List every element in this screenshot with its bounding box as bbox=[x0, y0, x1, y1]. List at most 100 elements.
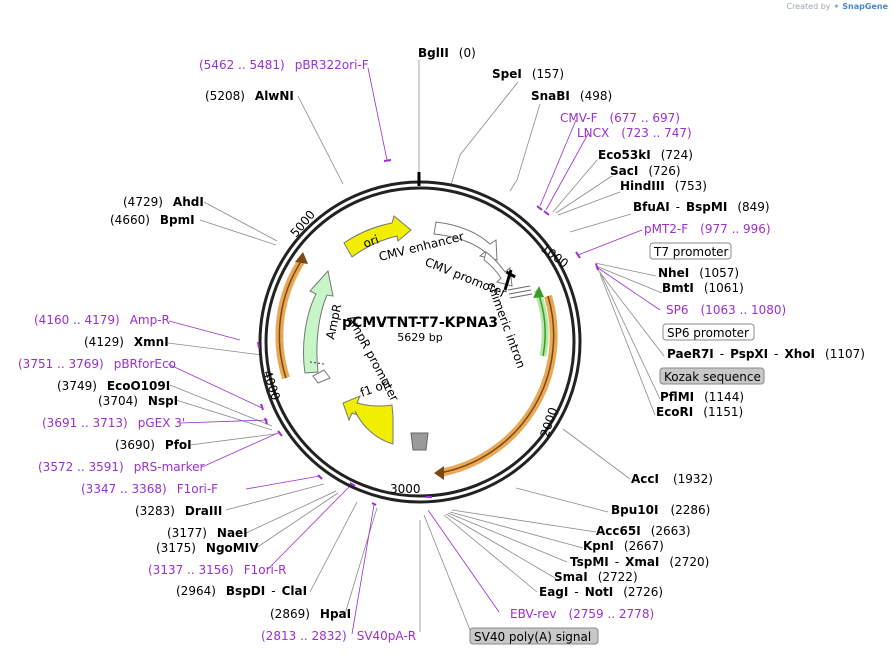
primer-pmt2-f: pMT2-F bbox=[644, 222, 688, 236]
svg-text:(3751 .. 3769)pBRforEco: (3751 .. 3769)pBRforEco bbox=[18, 357, 176, 371]
plasmid-name: pCMVTNT-T7-KPNA3 bbox=[342, 315, 498, 331]
svg-text:(4660)BpmI: (4660)BpmI bbox=[110, 213, 195, 227]
site-bmtI: BmtI bbox=[662, 281, 694, 295]
site-tspMI: TspMI bbox=[570, 555, 609, 569]
ampr-promoter-arrow bbox=[312, 369, 331, 384]
sv40-polya-marker bbox=[410, 432, 429, 451]
site-pflMI: PflMI bbox=[660, 390, 694, 404]
svg-text:(3177)NaeI: (3177)NaeI bbox=[167, 526, 248, 540]
site-snaBI: SnaBI bbox=[531, 89, 570, 103]
boxed-labels: T7 promoter SP6 promoter Kozak sequence … bbox=[469, 242, 765, 645]
svg-text:(2869)HpaI: (2869)HpaI bbox=[270, 607, 351, 621]
primer-pgex3: pGEX 3' bbox=[138, 416, 185, 430]
primer-lncx: LNCX bbox=[577, 126, 609, 140]
svg-text:PaeR7I-PspXI-XhoI(1107): PaeR7I-PspXI-XhoI(1107) bbox=[667, 347, 865, 361]
site-alwNI: AlwNI bbox=[255, 89, 294, 103]
svg-text:(3347 .. 3368)F1ori-F: (3347 .. 3368)F1ori-F bbox=[81, 482, 218, 496]
box-t7-promoter: T7 promoter bbox=[653, 245, 729, 259]
site-labels: BglII(0) SpeI(157) SnaBI(498) Eco53kI(72… bbox=[57, 46, 865, 621]
svg-text:(3704)NspI: (3704)NspI bbox=[98, 394, 178, 408]
primer-cmv-f: CMV-F bbox=[560, 111, 598, 125]
primer-leader-lines bbox=[167, 67, 661, 635]
primer-sp6: SP6 bbox=[666, 303, 689, 317]
box-sp6-promoter: SP6 promoter bbox=[667, 326, 749, 340]
svg-text:(4160 .. 4179)Amp-R: (4160 .. 4179)Amp-R bbox=[34, 313, 170, 327]
primer-pbrforeco: pBRforEco bbox=[114, 357, 176, 371]
tick-3000: 3000 bbox=[390, 482, 421, 496]
site-ngoMIV: NgoMIV bbox=[206, 541, 259, 555]
site-eco53kI: Eco53kI bbox=[598, 148, 651, 162]
site-sacI: SacI bbox=[610, 164, 638, 178]
svg-text:EBV-rev(2759 .. 2778): EBV-rev(2759 .. 2778) bbox=[510, 607, 654, 621]
svg-text:(3690)PfoI: (3690)PfoI bbox=[115, 438, 192, 452]
site-paeR7I: PaeR7I bbox=[667, 347, 714, 361]
site-pfoI: PfoI bbox=[165, 438, 192, 452]
svg-text:SP6(1063 .. 1080): SP6(1063 .. 1080) bbox=[666, 303, 786, 317]
snapgene-credit: Created by ✦ SnapGene bbox=[786, 2, 888, 11]
site-bpu10I: Bpu10I bbox=[611, 503, 658, 517]
svg-text:(5462 .. 5481)pBR322ori-F: (5462 .. 5481)pBR322ori-F bbox=[199, 58, 369, 72]
site-ahdI: AhdI bbox=[173, 195, 204, 209]
svg-text:KpnI(2667): KpnI(2667) bbox=[583, 539, 664, 553]
svg-text:NheI(1057): NheI(1057) bbox=[658, 266, 739, 280]
site-naeI: NaeI bbox=[217, 526, 248, 540]
svg-text:LNCX(723 .. 747): LNCX(723 .. 747) bbox=[577, 126, 692, 140]
svg-text:(4729)AhdI: (4729)AhdI bbox=[123, 195, 204, 209]
box-kozak: Kozak sequence bbox=[664, 370, 761, 384]
svg-text:PflMI(1144): PflMI(1144) bbox=[660, 390, 744, 404]
tick-4000: 4000 bbox=[260, 369, 283, 402]
features: ori CMV enhancer CMV promoter chimeric i… bbox=[275, 215, 558, 480]
svg-text:SnaBI(498): SnaBI(498) bbox=[531, 89, 612, 103]
site-ecoO109I: EcoO109I bbox=[107, 379, 170, 393]
site-bpmI: BpmI bbox=[160, 213, 195, 227]
plasmid-size: 5629 bp bbox=[397, 331, 442, 344]
site-kpnI: KpnI bbox=[583, 539, 614, 553]
leader-lines bbox=[167, 60, 665, 615]
svg-text:(3572 .. 3591)pRS-marker: (3572 .. 3591)pRS-marker bbox=[38, 460, 204, 474]
primer-marks bbox=[257, 159, 599, 506]
svg-text:(3691 .. 3713)pGEX 3': (3691 .. 3713)pGEX 3' bbox=[42, 416, 185, 430]
svg-text:Acc65I(2663): Acc65I(2663) bbox=[596, 524, 691, 538]
site-eagI: EagI bbox=[539, 585, 568, 599]
site-xmnI: XmnI bbox=[134, 335, 169, 349]
svg-text:SpeI(157): SpeI(157) bbox=[492, 67, 564, 81]
cmv-promoter-arrow bbox=[483, 251, 513, 287]
svg-text:AccI(1932): AccI(1932) bbox=[631, 472, 713, 486]
primer-prs-marker: pRS-marker bbox=[134, 460, 205, 474]
svg-text:CMV-F(677 .. 697): CMV-F(677 .. 697) bbox=[560, 111, 680, 125]
primer-labels: (5462 .. 5481)pBR322ori-F CMV-F(677 .. 6… bbox=[18, 58, 786, 643]
svg-text:BmtI(1061): BmtI(1061) bbox=[662, 281, 744, 295]
site-bspDI: BspDI bbox=[226, 584, 265, 598]
box-sv40-polya: SV40 poly(A) signal bbox=[474, 630, 591, 644]
svg-text:(3175)NgoMIV: (3175)NgoMIV bbox=[156, 541, 259, 555]
site-bfuAI: BfuAI bbox=[633, 200, 670, 214]
site-hpaI: HpaI bbox=[320, 607, 351, 621]
site-draIII: DraIII bbox=[185, 504, 222, 518]
svg-text:(3283)DraIII: (3283)DraIII bbox=[135, 504, 222, 518]
site-nspI: NspI bbox=[148, 394, 178, 408]
credit-prefix: Created by bbox=[786, 2, 831, 11]
site-hindIII: HindIII bbox=[620, 179, 665, 193]
primer-amp-r: Amp-R bbox=[130, 313, 170, 327]
primer-ebv-rev: EBV-rev bbox=[510, 607, 556, 621]
svg-text:SmaI(2722): SmaI(2722) bbox=[554, 570, 638, 584]
svg-text:(3749)EcoO109I: (3749)EcoO109I bbox=[57, 379, 170, 393]
svg-text:BfuAI-BspMI(849): BfuAI-BspMI(849) bbox=[633, 200, 770, 214]
site-speI: SpeI bbox=[492, 67, 522, 81]
svg-text:Eco53kI(724): Eco53kI(724) bbox=[598, 148, 693, 162]
svg-text:Bpu10I(2286): Bpu10I(2286) bbox=[611, 503, 710, 517]
svg-text:SacI(726): SacI(726) bbox=[610, 164, 681, 178]
ampr-arrow bbox=[303, 269, 334, 374]
ori-arrow bbox=[343, 215, 412, 258]
ori-label: ori bbox=[361, 232, 380, 250]
svg-text:pMT2-F(977 .. 996): pMT2-F(977 .. 996) bbox=[644, 222, 771, 236]
svg-text:BglII(0): BglII(0) bbox=[418, 46, 476, 60]
site-nheI: NheI bbox=[658, 266, 689, 280]
svg-text:HindIII(753): HindIII(753) bbox=[620, 179, 707, 193]
backbone bbox=[258, 172, 582, 504]
svg-text:(2813 .. 2832)SV40pA-R: (2813 .. 2832)SV40pA-R bbox=[261, 629, 416, 643]
site-smaI: SmaI bbox=[554, 570, 588, 584]
primer-sv40pa-r: SV40pA-R bbox=[357, 629, 416, 643]
snapgene-logo-icon: ✦ bbox=[833, 2, 840, 11]
